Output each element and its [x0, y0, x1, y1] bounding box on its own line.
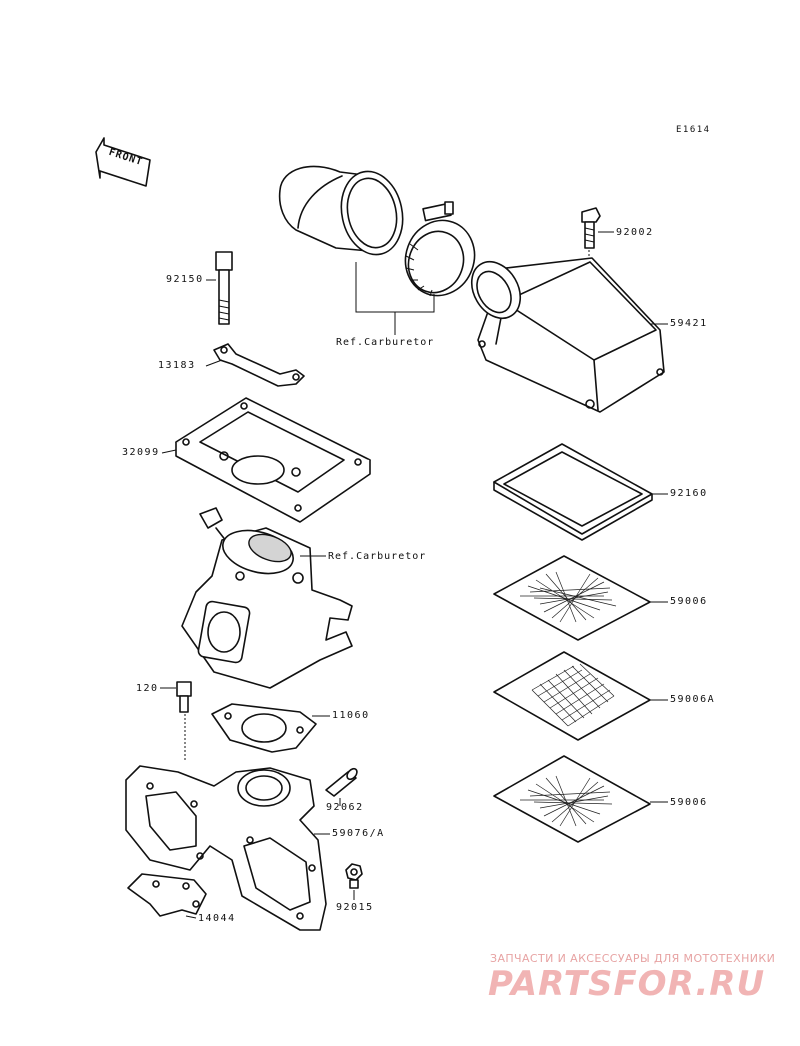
part-label-92160: 92160	[670, 488, 708, 499]
part-label-59006-a: 59006	[670, 596, 708, 607]
gasket-11060	[211, 703, 317, 753]
gasket-92160	[493, 443, 653, 541]
pipe-92062	[325, 767, 358, 797]
bolt-120	[176, 681, 192, 713]
hose-clamp	[404, 201, 476, 297]
part-label-14044: 14044	[198, 913, 236, 924]
ref-carburetor-top-label: Ref.Carburetor	[336, 337, 435, 348]
part-label-92002: 92002	[616, 227, 654, 238]
bolt-92150	[215, 251, 233, 325]
carburetor-base-plate	[175, 397, 371, 523]
bolt-92002	[581, 207, 601, 249]
part-label-32099: 32099	[122, 447, 160, 458]
air-silencer-box	[470, 257, 665, 413]
mesh-screen-59006A	[493, 651, 651, 741]
part-label-59421: 59421	[670, 318, 708, 329]
intake-manifold	[125, 765, 327, 931]
bracket-14044	[127, 873, 207, 917]
part-label-59006A: 59006A	[670, 694, 716, 705]
watermark-logo: PARTSFOR.RU	[488, 964, 766, 1004]
air-duct-hose	[278, 165, 404, 256]
part-label-92062: 92062	[326, 802, 364, 813]
nut-92015	[345, 863, 363, 889]
part-label-92015: 92015	[336, 902, 374, 913]
mesh-screen-59006-a	[493, 555, 651, 641]
stay-bracket	[213, 343, 305, 387]
part-label-59076A: 59076/A	[332, 828, 385, 839]
carburetor	[181, 507, 353, 689]
part-label-13183: 13183	[158, 360, 196, 371]
part-label-59006-b: 59006	[670, 797, 708, 808]
mesh-screen-59006-b	[493, 755, 651, 843]
part-label-11060: 11060	[332, 710, 370, 721]
ref-carburetor-mid-label: Ref.Carburetor	[328, 551, 427, 562]
diagram-code: E1614	[676, 125, 711, 135]
part-label-92150: 92150	[166, 274, 204, 285]
part-label-120: 120	[136, 683, 159, 694]
watermark-tagline: ЗАПЧАСТИ И АКСЕССУАРЫ ДЛЯ МОТОТЕХНИКИ	[490, 952, 776, 965]
front-arrow-icon	[95, 137, 151, 187]
